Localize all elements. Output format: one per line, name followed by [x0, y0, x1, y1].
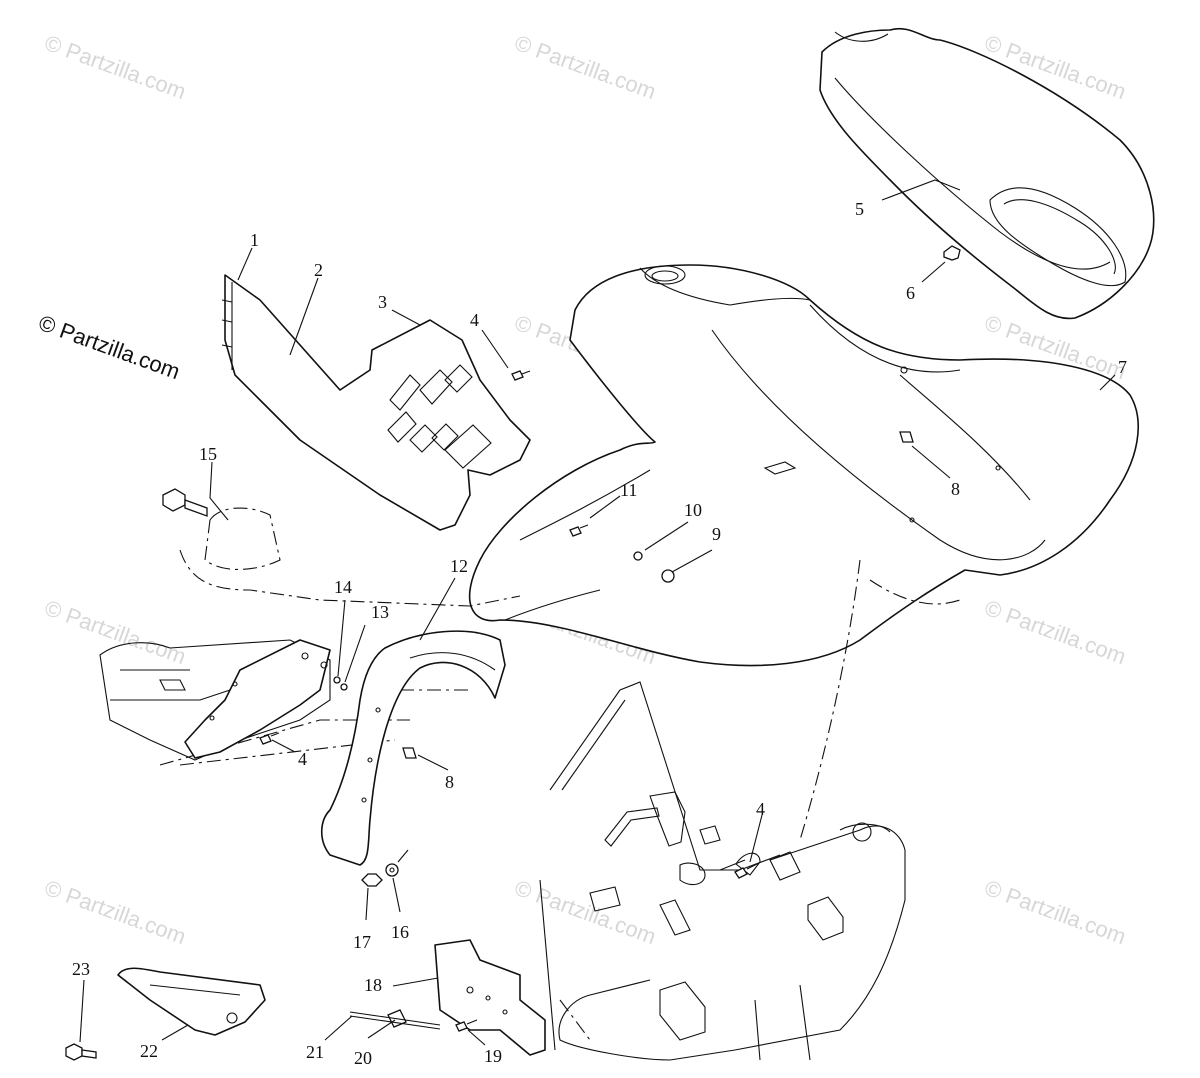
skid-plate-part	[117, 967, 266, 1036]
callout-11: 11	[620, 480, 637, 500]
splash-plate-part	[434, 939, 546, 1056]
mudguard-plate-part	[184, 639, 331, 759]
callout-10: 10	[684, 500, 702, 520]
callout-4: 4	[298, 749, 307, 769]
callout-23: 23	[72, 959, 90, 979]
rear-cover-part	[819, 27, 1155, 320]
callout-18: 18	[364, 975, 382, 995]
callout-16: 16	[391, 922, 409, 942]
callout-labels: 1 2 3 4 5 6 7 8 9 10 11 12 13 14 15 4 8 …	[72, 199, 1127, 1068]
callout-6: 6	[906, 283, 915, 303]
leader-lines	[79, 179, 1116, 1046]
callout-14: 14	[334, 577, 352, 597]
callout-12: 12	[450, 556, 468, 576]
callout-9: 9	[712, 524, 721, 544]
callout-20: 20	[354, 1048, 372, 1068]
frame-part	[539, 559, 961, 1061]
callout-22: 22	[140, 1041, 158, 1061]
callout-19: 19	[484, 1046, 502, 1066]
callout-4: 4	[470, 310, 479, 330]
callout-8: 8	[445, 772, 454, 792]
callout-21: 21	[306, 1042, 324, 1062]
callout-8: 8	[951, 479, 960, 499]
callout-3: 3	[378, 292, 387, 312]
bolt-part	[162, 488, 208, 517]
side-panel-part	[221, 274, 531, 531]
callout-1: 1	[250, 230, 259, 250]
hardware-group	[65, 370, 914, 1061]
callout-5: 5	[855, 199, 864, 219]
clip-part	[943, 245, 961, 261]
front-fender-part	[468, 264, 1139, 667]
callout-13: 13	[371, 602, 389, 622]
callout-2: 2	[314, 260, 323, 280]
callout-4: 4	[756, 799, 765, 819]
callout-7: 7	[1118, 357, 1127, 377]
fender-flare-part	[320, 630, 506, 866]
callout-15: 15	[199, 444, 217, 464]
callout-17: 17	[353, 932, 371, 952]
